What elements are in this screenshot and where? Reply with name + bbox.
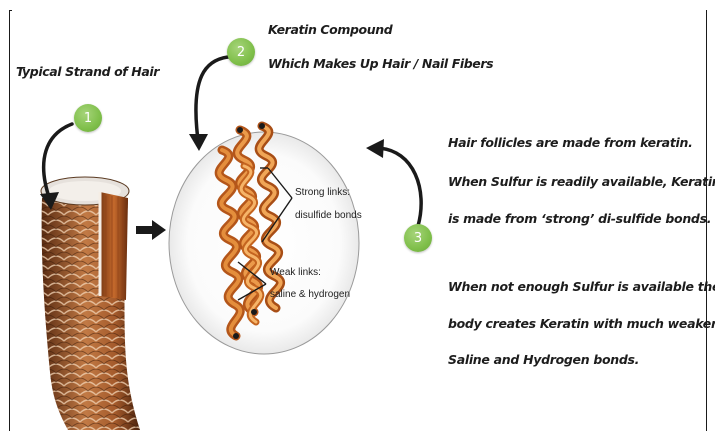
weak-links-label-line1: Weak links: — [270, 267, 321, 278]
step-badge-3: 3 — [404, 224, 432, 252]
paragraph-2-line-3: Saline and Hydrogen bonds. — [448, 354, 639, 367]
arrow-3 — [366, 139, 421, 226]
strong-links-label-line1: Strong links: — [295, 187, 350, 198]
keratin-caption-line2: Which Makes Up Hair / Nail Fibers — [268, 58, 493, 71]
strong-links-label-line2: disulfide bonds — [295, 210, 362, 221]
arrow-to-molecule — [136, 220, 166, 240]
arrow-2 — [189, 57, 228, 151]
hair-strand — [41, 177, 140, 430]
paragraph-2-line-2: body creates Keratin with much weaker — [448, 318, 715, 331]
step-badge-1: 1 — [74, 104, 102, 132]
paragraph-2-line-1: When not enough Sulfur is available the — [448, 281, 715, 294]
strand-caption: Typical Strand of Hair — [16, 66, 159, 79]
paragraph-1-line-1: Hair follicles are made from keratin. — [448, 137, 693, 150]
paragraph-1-line-3: is made from ‘strong’ di-sulfide bonds. — [448, 213, 711, 226]
keratin-caption-line1: Keratin Compound — [268, 24, 392, 37]
step-badge-2: 2 — [227, 38, 255, 66]
paragraph-1-line-2: When Sulfur is readily available, Kerati… — [448, 176, 715, 189]
weak-links-label-line2: saline & hydrogen — [270, 289, 350, 300]
